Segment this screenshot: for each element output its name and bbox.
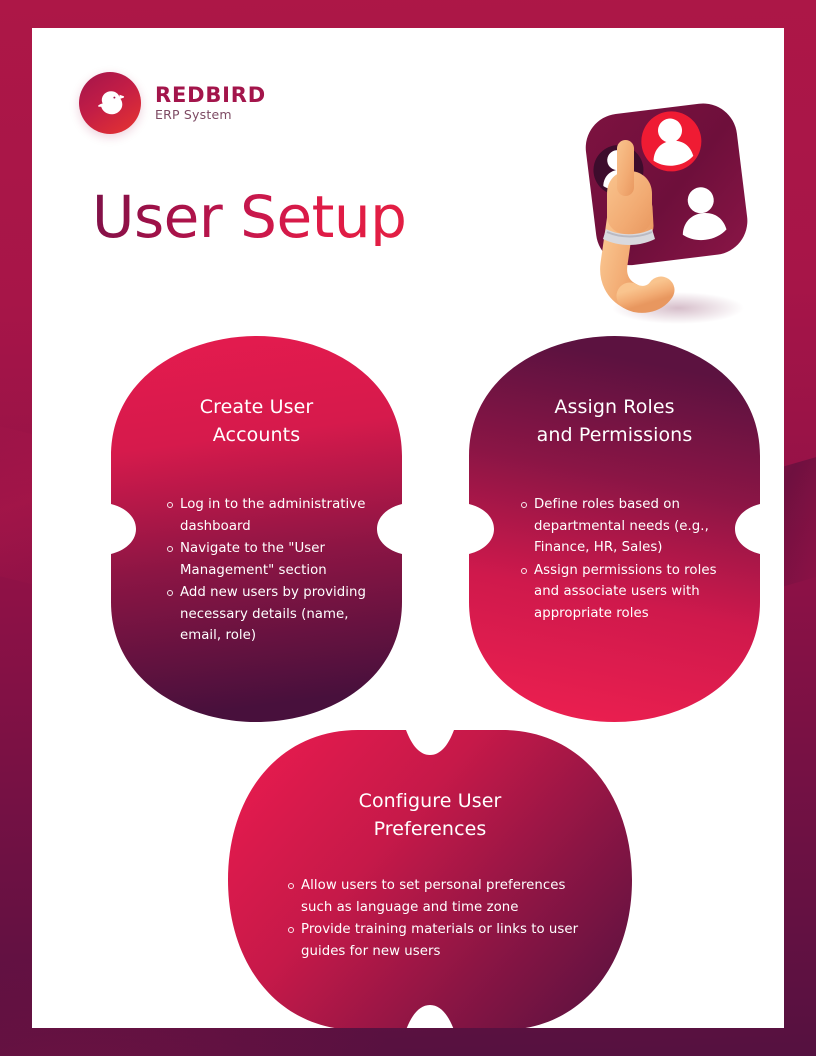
- card-bullet-item: Add new users by providing necessary det…: [167, 582, 384, 647]
- card-bullet-list: Define roles based on departmental needs…: [521, 494, 742, 625]
- card-shape: [469, 336, 760, 722]
- card-bullet-item: Define roles based on departmental needs…: [521, 494, 742, 559]
- card-heading: Assign Roles and Permissions: [469, 394, 760, 449]
- page-title: User Setup: [92, 183, 407, 251]
- user-management-illustration: [560, 86, 760, 326]
- brand-name: REDBIRD: [155, 82, 266, 107]
- card-heading-line: Preferences: [373, 817, 487, 840]
- card-bullet-list: Log in to the administrative dashboard N…: [167, 494, 384, 648]
- card-create-user-accounts: Create User Accounts Log in to the admin…: [111, 336, 402, 722]
- card-heading-line: Create User: [199, 396, 314, 418]
- card-heading-line: Accounts: [212, 423, 301, 446]
- card-content: Create User Accounts Log in to the admin…: [111, 336, 402, 722]
- card-shape: [228, 730, 632, 1028]
- card-bullet-item: Allow users to set personal preferences …: [288, 875, 592, 918]
- card-heading-line: Configure User: [358, 790, 502, 812]
- redbird-logo-icon: [79, 72, 141, 134]
- brand-text: REDBIRD ERP System: [155, 82, 266, 122]
- card-configure-user-preferences: Configure User Preferences Allow users t…: [228, 730, 632, 1028]
- card-heading: Create User Accounts: [111, 394, 402, 449]
- card-shape: [111, 336, 402, 722]
- card-content: Configure User Preferences Allow users t…: [228, 730, 632, 1028]
- poster-page: REDBIRD ERP System User Setup: [32, 28, 784, 1028]
- card-bullet-item: Provide training materials or links to u…: [288, 919, 592, 962]
- brand-subtitle: ERP System: [155, 106, 232, 122]
- card-bullet-item: Log in to the administrative dashboard: [167, 494, 384, 537]
- card-heading-line: and Permissions: [536, 423, 693, 446]
- card-content: Assign Roles and Permissions Define role…: [469, 336, 760, 722]
- card-heading: Configure User Preferences: [228, 788, 632, 843]
- card-bullet-list: Allow users to set personal preferences …: [288, 875, 592, 963]
- card-bullet-item: Assign permissions to roles and associat…: [521, 560, 742, 625]
- brand-lockup: REDBIRD ERP System: [79, 72, 266, 134]
- card-bullet-item: Navigate to the "User Management" sectio…: [167, 538, 384, 581]
- card-assign-roles-and-permissions: Assign Roles and Permissions Define role…: [469, 336, 760, 722]
- card-heading-line: Assign Roles: [554, 396, 675, 418]
